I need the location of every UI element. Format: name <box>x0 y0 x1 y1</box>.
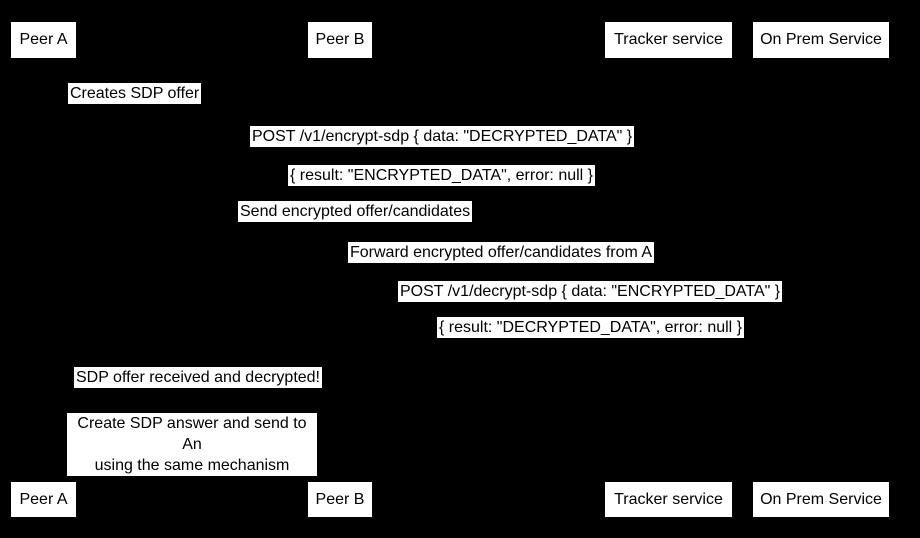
message-post-encrypt-sdp: POST /v1/encrypt-sdp { data: "DECRYPTED_… <box>250 126 635 147</box>
message-decrypt-result: { result: "DECRYPTED_DATA", error: null … <box>437 317 745 338</box>
actor-bottom-peer-b: Peer B <box>308 482 372 517</box>
actor-top-tracker: Tracker service <box>605 22 732 58</box>
message-send-encrypted: Send encrypted offer/candidates <box>238 201 473 222</box>
actor-top-peer-a: Peer A <box>11 22 76 58</box>
message-creates-sdp-offer: Creates SDP offer <box>68 83 202 104</box>
actor-bottom-peer-a: Peer A <box>11 482 76 517</box>
actor-bottom-on-prem: On Prem Service <box>753 482 889 517</box>
actor-bottom-tracker: Tracker service <box>605 482 732 517</box>
note-create-sdp-answer: Create SDP answer and send to An using t… <box>67 413 317 476</box>
lifeline-peer-a <box>43 58 44 482</box>
message-encrypt-result: { result: "ENCRYPTED_DATA", error: null … <box>288 165 596 186</box>
message-offer-received: SDP offer received and decrypted! <box>74 367 322 388</box>
lifeline-on-prem <box>821 58 822 482</box>
message-post-decrypt-sdp: POST /v1/decrypt-sdp { data: "ENCRYPTED_… <box>398 281 783 302</box>
message-forward-encrypted: Forward encrypted offer/candidates from … <box>348 242 655 263</box>
lifeline-tracker <box>668 58 669 482</box>
actor-top-peer-b: Peer B <box>308 22 372 58</box>
actor-top-on-prem: On Prem Service <box>753 22 889 58</box>
lifeline-peer-b <box>340 58 341 482</box>
